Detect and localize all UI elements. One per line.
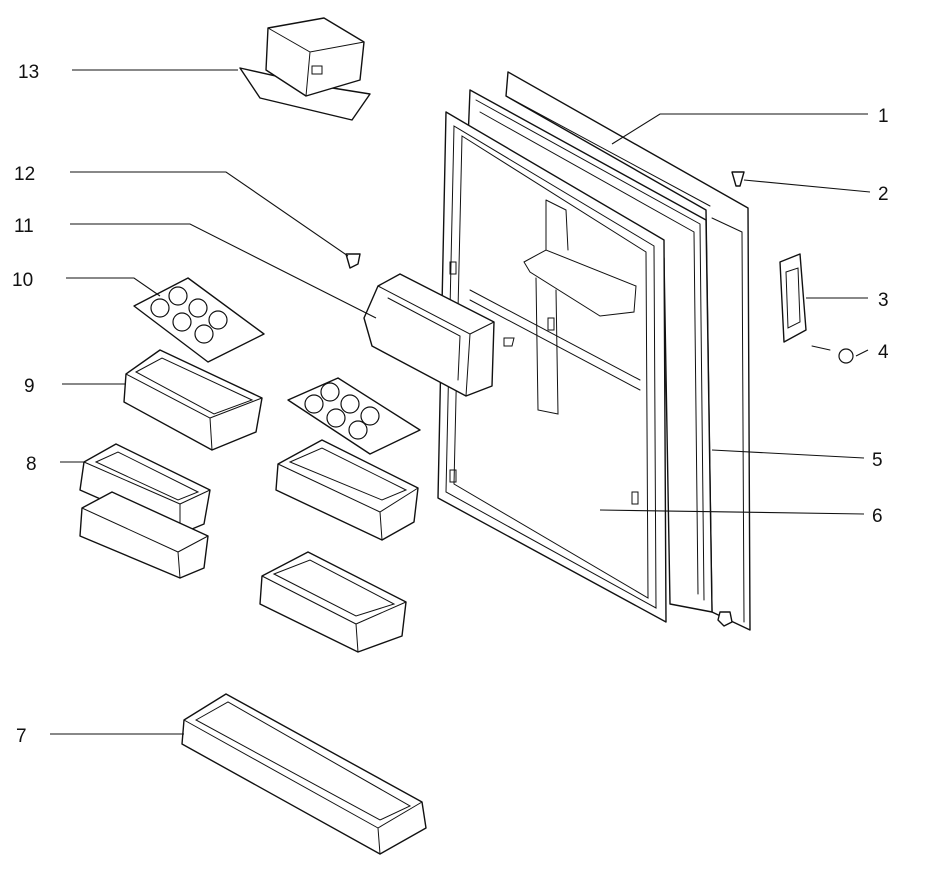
callout-4: 4 [878, 342, 889, 363]
door-bin-lower-center [259, 551, 407, 653]
callout-9: 9 [24, 376, 35, 397]
part-8-door-bin-upper [79, 443, 211, 535]
callout-2: 2 [878, 184, 889, 205]
part-11-shelf-bracket [363, 273, 515, 397]
callout-11: 11 [14, 216, 34, 237]
part-7-bottle-bin [181, 693, 427, 855]
part-8-door-bin-lower [79, 491, 209, 579]
egg-tray-second [287, 377, 421, 455]
callout-8: 8 [26, 454, 37, 475]
callout-7: 7 [16, 726, 27, 747]
callout-12: 12 [14, 164, 35, 185]
callout-10: 10 [12, 270, 33, 291]
leader-lines [50, 69, 871, 735]
callout-1: 1 [878, 106, 889, 127]
part-10-egg-tray [133, 277, 265, 363]
part-12-screw [345, 253, 361, 269]
part-9-door-bin [123, 349, 263, 451]
door-bin-middle [275, 439, 419, 541]
part-13-dairy-compartment [239, 17, 371, 121]
callout-5: 5 [872, 450, 883, 471]
callout-6: 6 [872, 506, 883, 527]
part-4-screw-and-cap [811, 345, 854, 364]
bottom-hinge-bushing [717, 611, 733, 627]
part-2-hinge-cap [731, 171, 745, 187]
callout-3: 3 [878, 290, 889, 311]
part-3-door-handle [779, 253, 807, 343]
callout-numbers: 1 2 3 4 5 6 7 8 9 10 11 12 13 [12, 62, 889, 747]
callout-13: 13 [18, 62, 39, 83]
